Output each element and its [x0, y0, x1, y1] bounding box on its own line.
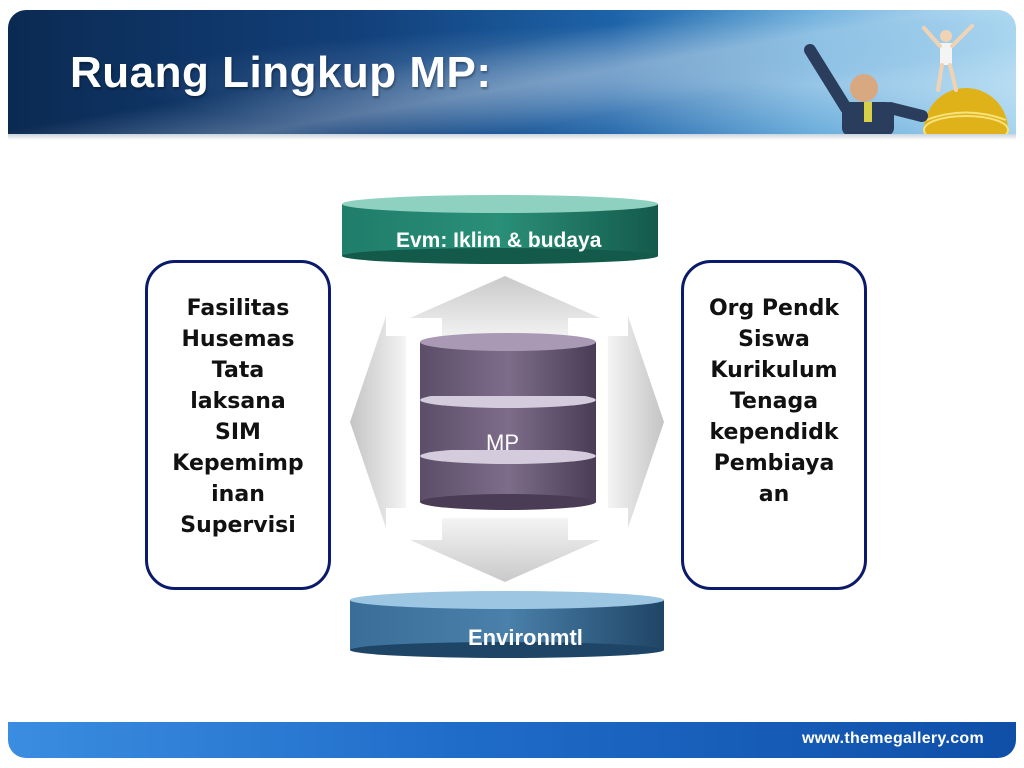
right-factor-item: Siswa	[738, 327, 810, 352]
bottom-cylinder	[350, 591, 664, 658]
left-factor-item: inan	[211, 482, 265, 507]
right-factor-list: Org Pendk Siswa Kurikulum Tenaga kependi…	[684, 263, 864, 510]
right-factor-item: kependidk	[709, 420, 839, 445]
top-cylinder-label: Evm: Iklim & budaya	[396, 229, 602, 252]
businessman-illustration	[804, 24, 1009, 134]
top-cylinder	[342, 195, 658, 264]
left-factor-item: Kepemimp	[172, 451, 304, 476]
right-factor-item: an	[758, 482, 790, 507]
left-factor-item: laksana	[190, 389, 286, 414]
left-factor-list: Fasilitas Husemas Tata laksana SIM Kepem…	[148, 263, 328, 541]
left-factor-item: Husemas	[181, 327, 295, 352]
down-arrow	[410, 518, 600, 582]
right-factor-item: Pembiaya	[713, 451, 835, 476]
footer-url: www.themegallery.com	[801, 730, 984, 747]
slide-title: Ruang Lingkup MP:	[70, 48, 492, 97]
center-cylinder-label: MP	[486, 430, 519, 455]
center-cylinder	[420, 333, 596, 510]
left-factor-item: Tata	[211, 358, 265, 383]
bottom-cylinder-label: Environmtl	[468, 625, 583, 650]
left-factor-item: Supervisi	[180, 513, 296, 538]
right-factor-item: Org Pendk	[708, 296, 840, 321]
left-factor-box: Fasilitas Husemas Tata laksana SIM Kepem…	[145, 260, 331, 590]
left-arrow	[350, 316, 406, 528]
center-diagram	[342, 195, 664, 658]
left-factor-item: SIM	[215, 420, 261, 445]
header-divider	[8, 134, 1016, 140]
header-banner: Ruang Lingkup MP:	[8, 10, 1016, 134]
right-arrow	[608, 316, 664, 528]
right-factor-item: Tenaga	[729, 389, 819, 414]
right-factor-item: Kurikulum	[710, 358, 838, 383]
footer-bar: www.themegallery.com	[8, 722, 1016, 758]
up-arrow	[410, 276, 600, 340]
left-factor-item: Fasilitas	[186, 296, 290, 321]
right-factor-box: Org Pendk Siswa Kurikulum Tenaga kependi…	[681, 260, 867, 590]
